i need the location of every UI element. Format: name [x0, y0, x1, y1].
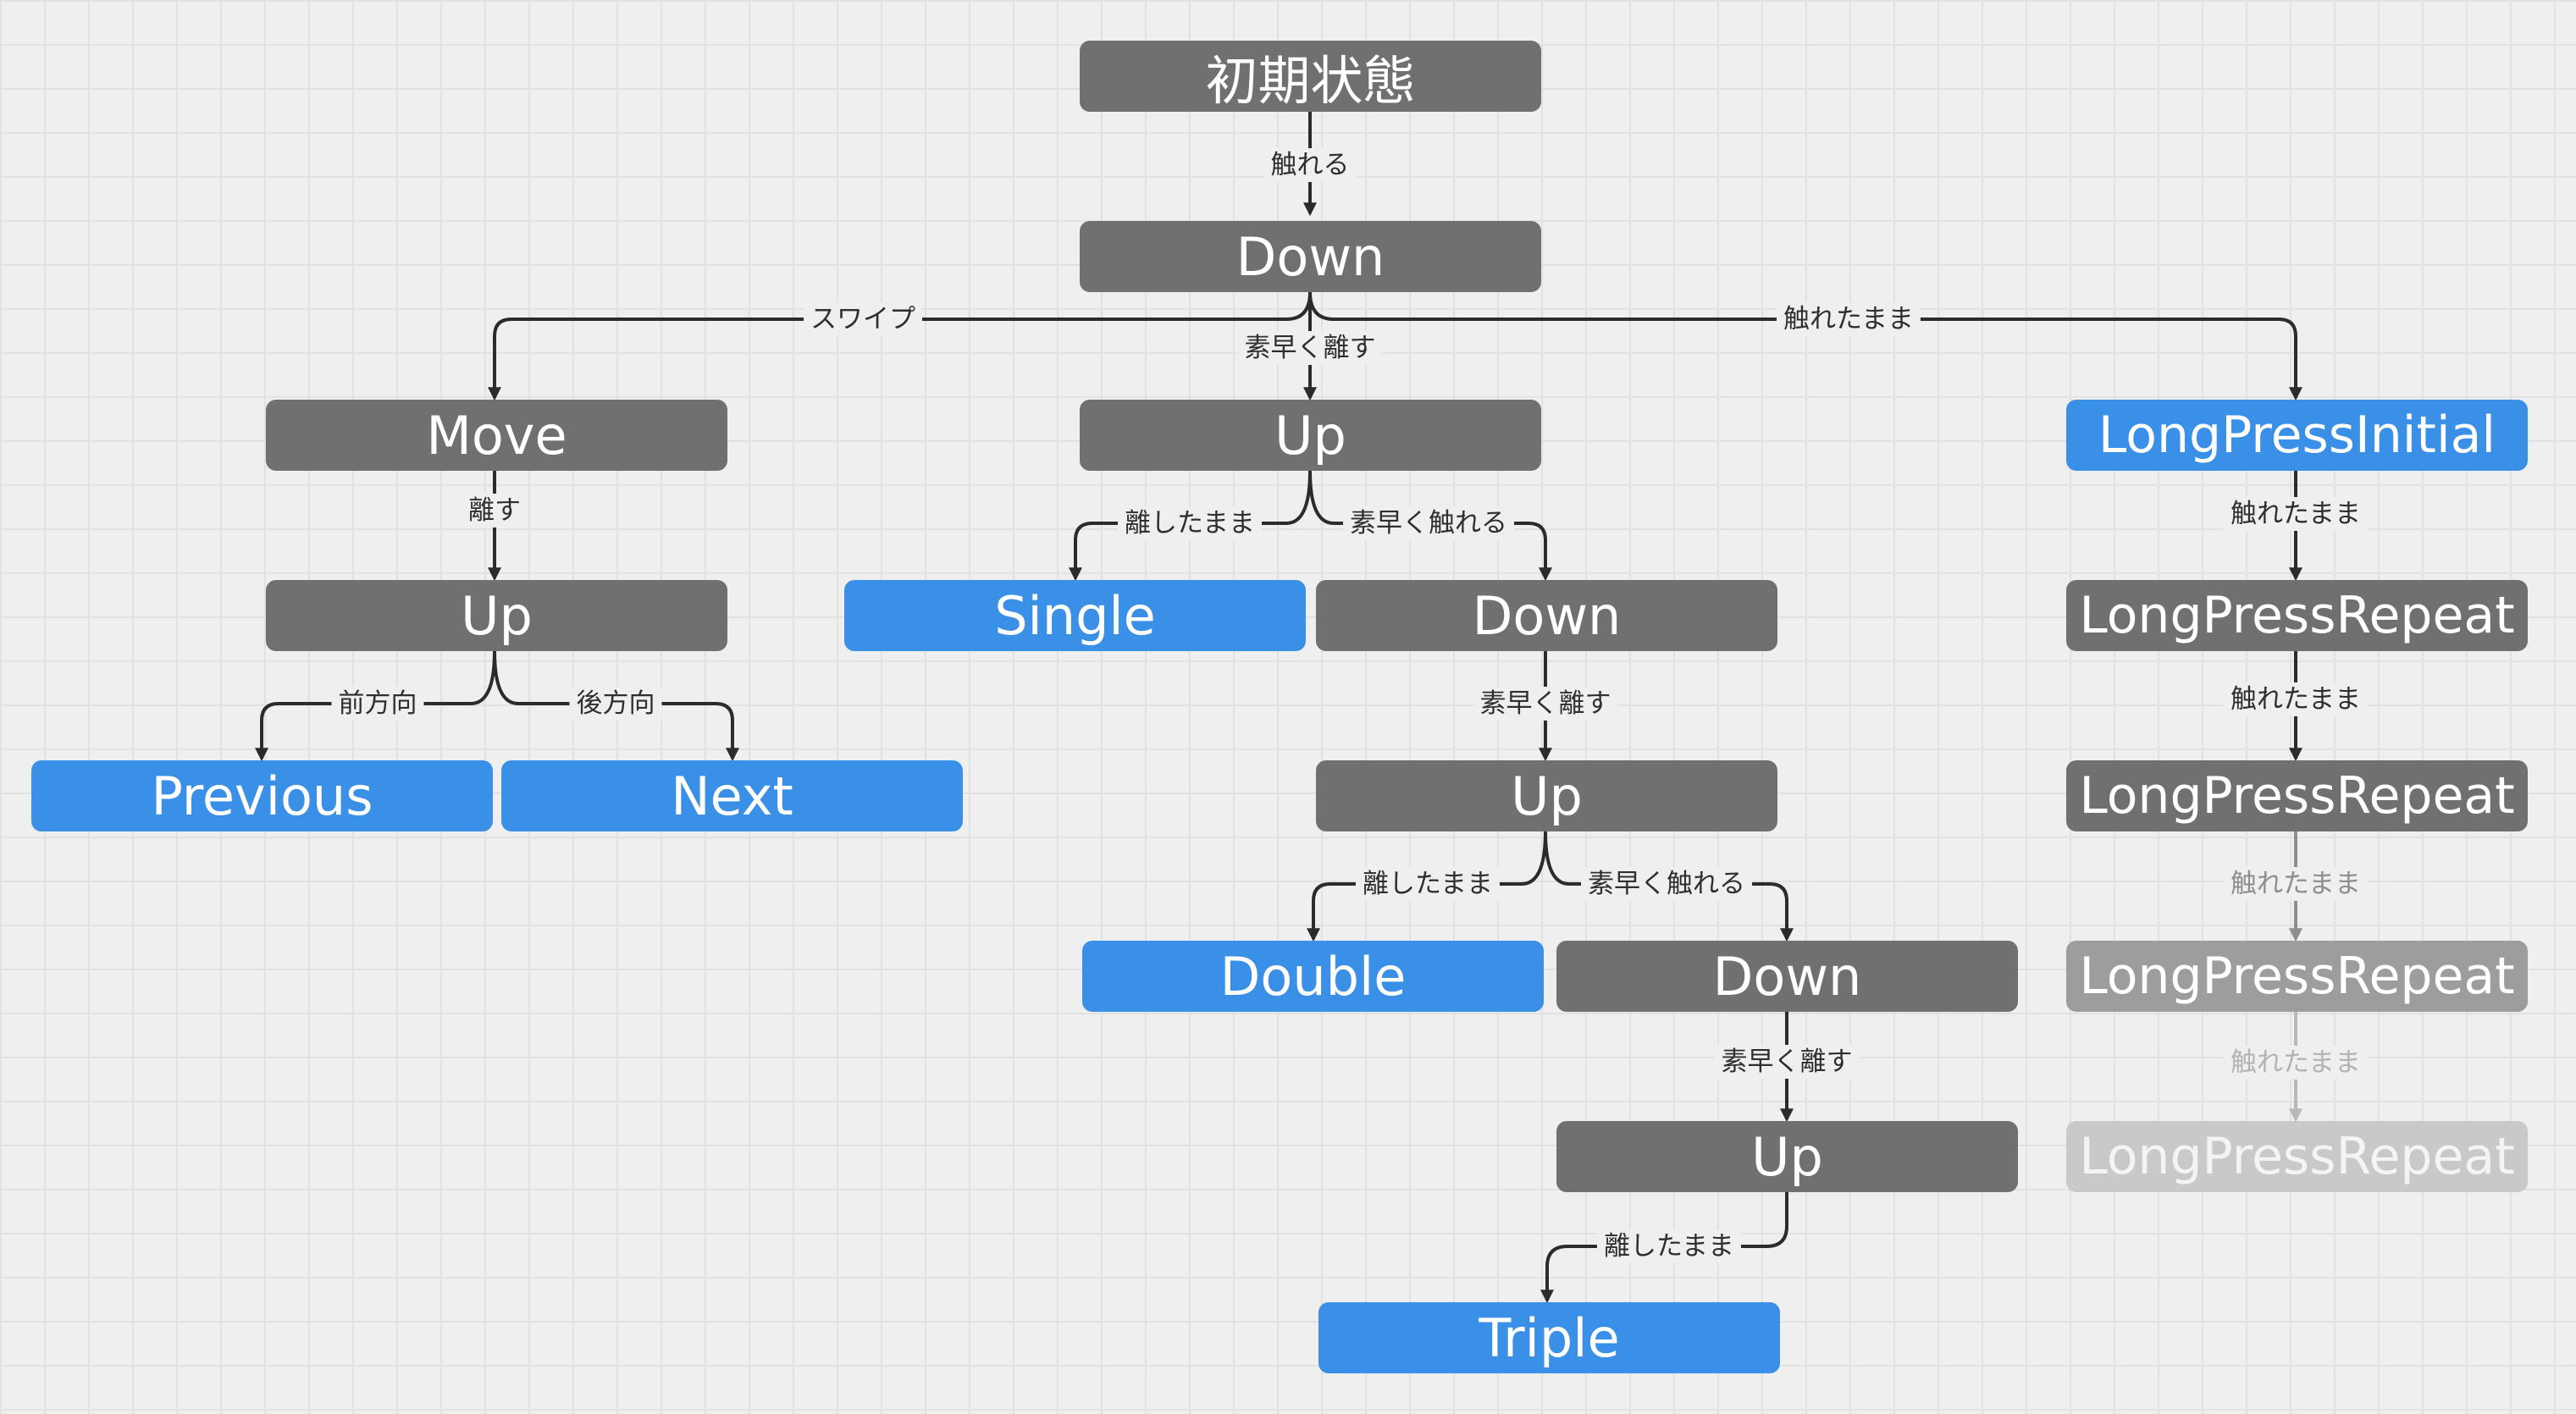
- edge-label-quick-release: 素早く離す: [1714, 1045, 1860, 1079]
- edge-down-move: [488, 291, 1312, 401]
- node-down: Down: [1080, 221, 1541, 292]
- edge-label-stay-released: 離したまま: [1117, 506, 1263, 540]
- node-double: Double: [1082, 941, 1544, 1012]
- edge-label-keep-touching: 触れたまま: [2223, 497, 2369, 531]
- edge-up1-single: [1069, 470, 1312, 582]
- node-next: Next: [501, 760, 963, 831]
- edge-up2-double: [1307, 831, 1547, 942]
- node-up: Up: [1080, 400, 1541, 471]
- node-single: Single: [844, 580, 1306, 651]
- edge-up-previous: [255, 650, 496, 762]
- edge-label-quick-touch: 素早く触れる: [1581, 867, 1752, 901]
- edge-label-stay-released: 離したまま: [1596, 1229, 1742, 1263]
- node-down: Down: [1316, 580, 1777, 651]
- node-triple: Triple: [1318, 1302, 1780, 1373]
- edge-label-release: 離す: [462, 494, 528, 527]
- edge-down-longpress: [1308, 291, 2302, 401]
- edge-up2-down3: [1544, 831, 1794, 942]
- node-long-press-initial: LongPressInitial: [2066, 400, 2528, 471]
- node-up: Up: [266, 580, 727, 651]
- edge-label-quick-release: 素早く離す: [1473, 687, 1618, 721]
- edge-up-next: [493, 650, 739, 762]
- edge-label-touch: 触れる: [1263, 148, 1357, 182]
- edge-label-keep-touching: 触れたまま: [1776, 302, 1921, 336]
- edge-label-swipe: スワイプ: [804, 302, 922, 336]
- edge-label-forward: 前方向: [331, 687, 424, 721]
- edge-label-backward: 後方向: [569, 687, 662, 721]
- node-previous: Previous: [31, 760, 493, 831]
- node-long-press-repeat: LongPressRepeat: [2066, 580, 2528, 651]
- node-down: Down: [1556, 941, 2018, 1012]
- edge-label-quick-release: 素早く離す: [1237, 331, 1383, 365]
- node-up: Up: [1316, 760, 1777, 831]
- node-up: Up: [1556, 1121, 2018, 1192]
- edge-label-quick-touch: 素早く触れる: [1343, 506, 1514, 540]
- node-long-press-repeat: LongPressRepeat: [2066, 941, 2528, 1012]
- node-long-press-repeat: LongPressRepeat: [2066, 1121, 2528, 1192]
- node-move: Move: [266, 400, 727, 471]
- node-initial-state: 初期状態: [1080, 41, 1541, 112]
- edge-up1-down2: [1308, 470, 1552, 582]
- edge-label-stay-released: 離したまま: [1355, 867, 1501, 901]
- edge-label-keep-touching: 触れたまま: [2223, 867, 2369, 901]
- edge-label-keep-touching: 触れたまま: [2223, 682, 2369, 716]
- edge-label-keep-touching: 触れたまま: [2223, 1046, 2369, 1080]
- node-long-press-repeat: LongPressRepeat: [2066, 760, 2528, 831]
